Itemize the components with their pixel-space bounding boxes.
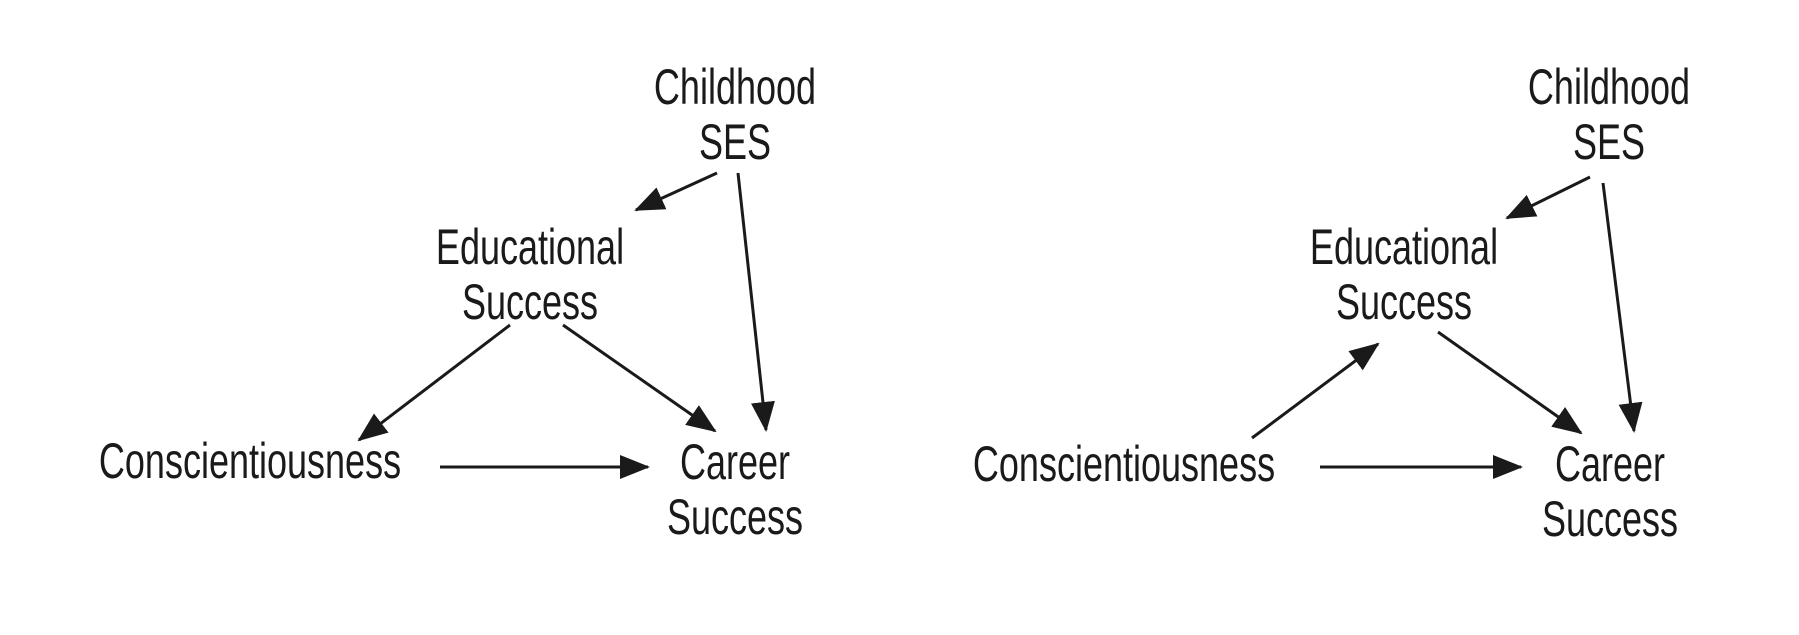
node-label: Childhood [653,59,817,115]
edge-left-educational-success-to-career-success [562,323,717,433]
right-diagram-edges [1251,175,1643,479]
edge-right-childhood-ses-to-career-success [1601,182,1643,433]
node-label: Conscientiousness [972,436,1276,492]
left-diagram-edges [357,171,775,479]
edge-right-educational-success-to-career-success [1437,330,1583,435]
node-label: Success [666,489,804,545]
node-label: Success [1335,274,1473,330]
node-conscientiousness-left: Conscientiousness [92,434,409,489]
node-childhood-ses-left: Childhood SES [577,60,894,170]
node-label: Success [461,274,599,330]
node-educational-success-left: Educational Success [372,220,689,330]
node-educational-success-right: Educational Success [1246,220,1563,330]
node-conscientiousness-right: Conscientiousness [966,437,1283,492]
edge-left-childhood-ses-to-career-success [736,172,775,432]
node-label: Educational [435,219,625,275]
node-label: SES [1572,114,1646,170]
edge-right-childhood-ses-to-educational-success [1505,175,1591,220]
node-label: Educational [1309,219,1499,275]
node-label: Success [1541,491,1679,547]
node-label: Career [679,434,791,490]
edge-right-conscientiousness-to-educational-success [1251,342,1380,440]
node-label: SES [698,114,772,170]
node-career-success-right: Career Success [1452,437,1769,547]
edge-left-educational-success-to-conscientiousness [357,323,511,442]
node-label: Career [1554,436,1666,492]
node-career-success-left: Career Success [577,435,894,545]
edge-left-childhood-ses-to-educational-success [634,171,718,212]
node-childhood-ses-right: Childhood SES [1451,60,1768,170]
node-label: Conscientiousness [98,433,402,489]
node-label: Childhood [1527,59,1691,115]
